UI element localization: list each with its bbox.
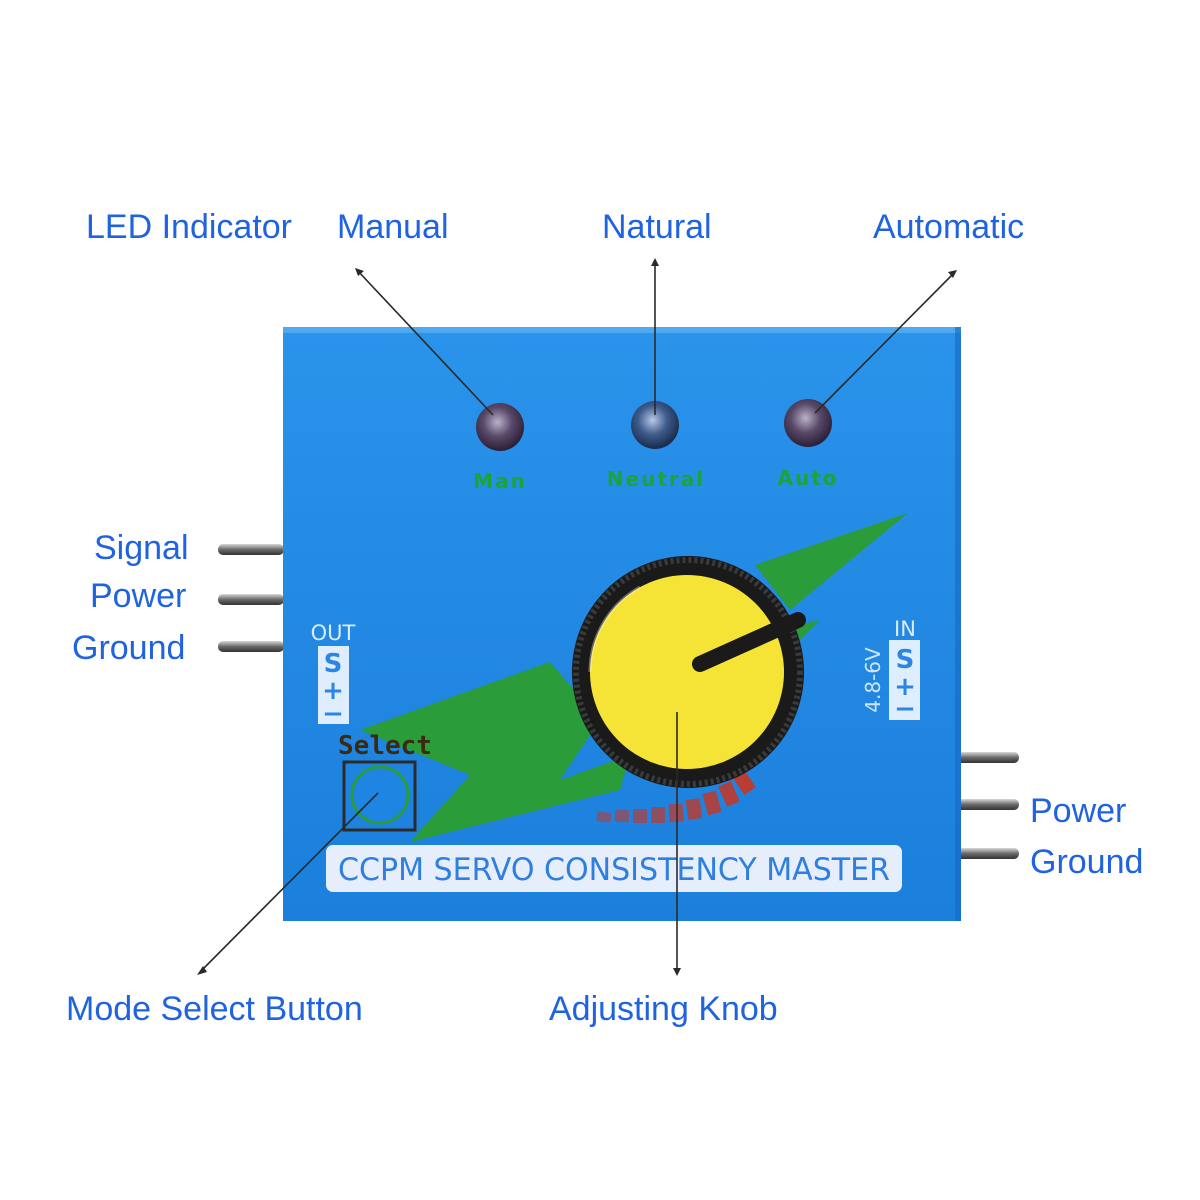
- banner-text: CCPM SERVO CONSISTENCY MASTER: [338, 852, 890, 888]
- led-manual-icon: [476, 403, 524, 451]
- pin-ground-in: [955, 848, 1019, 859]
- in-pin-signal: S: [896, 645, 915, 675]
- in-header: IN S + − 4.8-6V: [861, 617, 920, 724]
- led-label-man: Man: [473, 469, 527, 493]
- select-label: Select: [338, 731, 432, 761]
- pin-ground-out: [218, 641, 284, 652]
- output-pins: [218, 544, 284, 652]
- in-pin-ground: −: [894, 694, 916, 724]
- input-pins: [955, 752, 1019, 859]
- select-button-icon[interactable]: [350, 765, 410, 825]
- in-pin-power: +: [894, 672, 916, 702]
- callout-mode-select-button: Mode Select Button: [66, 990, 363, 1028]
- led-neutral-icon: [631, 401, 679, 449]
- green-stripe: [360, 513, 908, 842]
- led-label-auto: Auto: [777, 466, 838, 490]
- pin-power-in: [955, 799, 1019, 810]
- in-header-label: IN: [894, 617, 916, 641]
- out-header-label: OUT: [311, 621, 356, 645]
- callout-ground-left: Ground: [72, 629, 186, 667]
- product-banner: CCPM SERVO CONSISTENCY MASTER: [326, 845, 902, 892]
- pin-signal-out: [218, 544, 284, 555]
- callout-power-right: Power: [1030, 792, 1127, 830]
- adjusting-knob[interactable]: [572, 556, 806, 788]
- led-auto-icon: [784, 399, 832, 447]
- out-header: OUT S + −: [311, 621, 356, 729]
- callout-adjusting-knob: Adjusting Knob: [549, 990, 778, 1028]
- led-label-neutral: Neutral: [607, 467, 705, 491]
- callout-manual: Manual: [337, 208, 449, 246]
- pin-signal-in: [955, 752, 1019, 763]
- leader-lines: [199, 262, 956, 973]
- knob-pointer: [692, 612, 806, 672]
- out-pin-power: +: [322, 676, 344, 706]
- callout-automatic: Automatic: [873, 208, 1025, 246]
- voltage-label: 4.8-6V: [861, 647, 885, 713]
- callout-power-left: Power: [90, 577, 187, 615]
- out-pin-signal: S: [324, 649, 343, 679]
- out-pin-ground: −: [322, 699, 344, 729]
- mode-select-button[interactable]: Select: [338, 731, 432, 832]
- callout-ground-right: Ground: [1030, 843, 1144, 881]
- leader-arrowheads: [197, 258, 957, 976]
- callout-signal: Signal: [94, 529, 189, 567]
- callout-natural: Natural: [602, 208, 712, 246]
- led-indicators: Man Neutral Auto: [473, 399, 838, 493]
- pin-power-out: [218, 594, 284, 605]
- callout-led-indicator: LED Indicator: [86, 208, 292, 246]
